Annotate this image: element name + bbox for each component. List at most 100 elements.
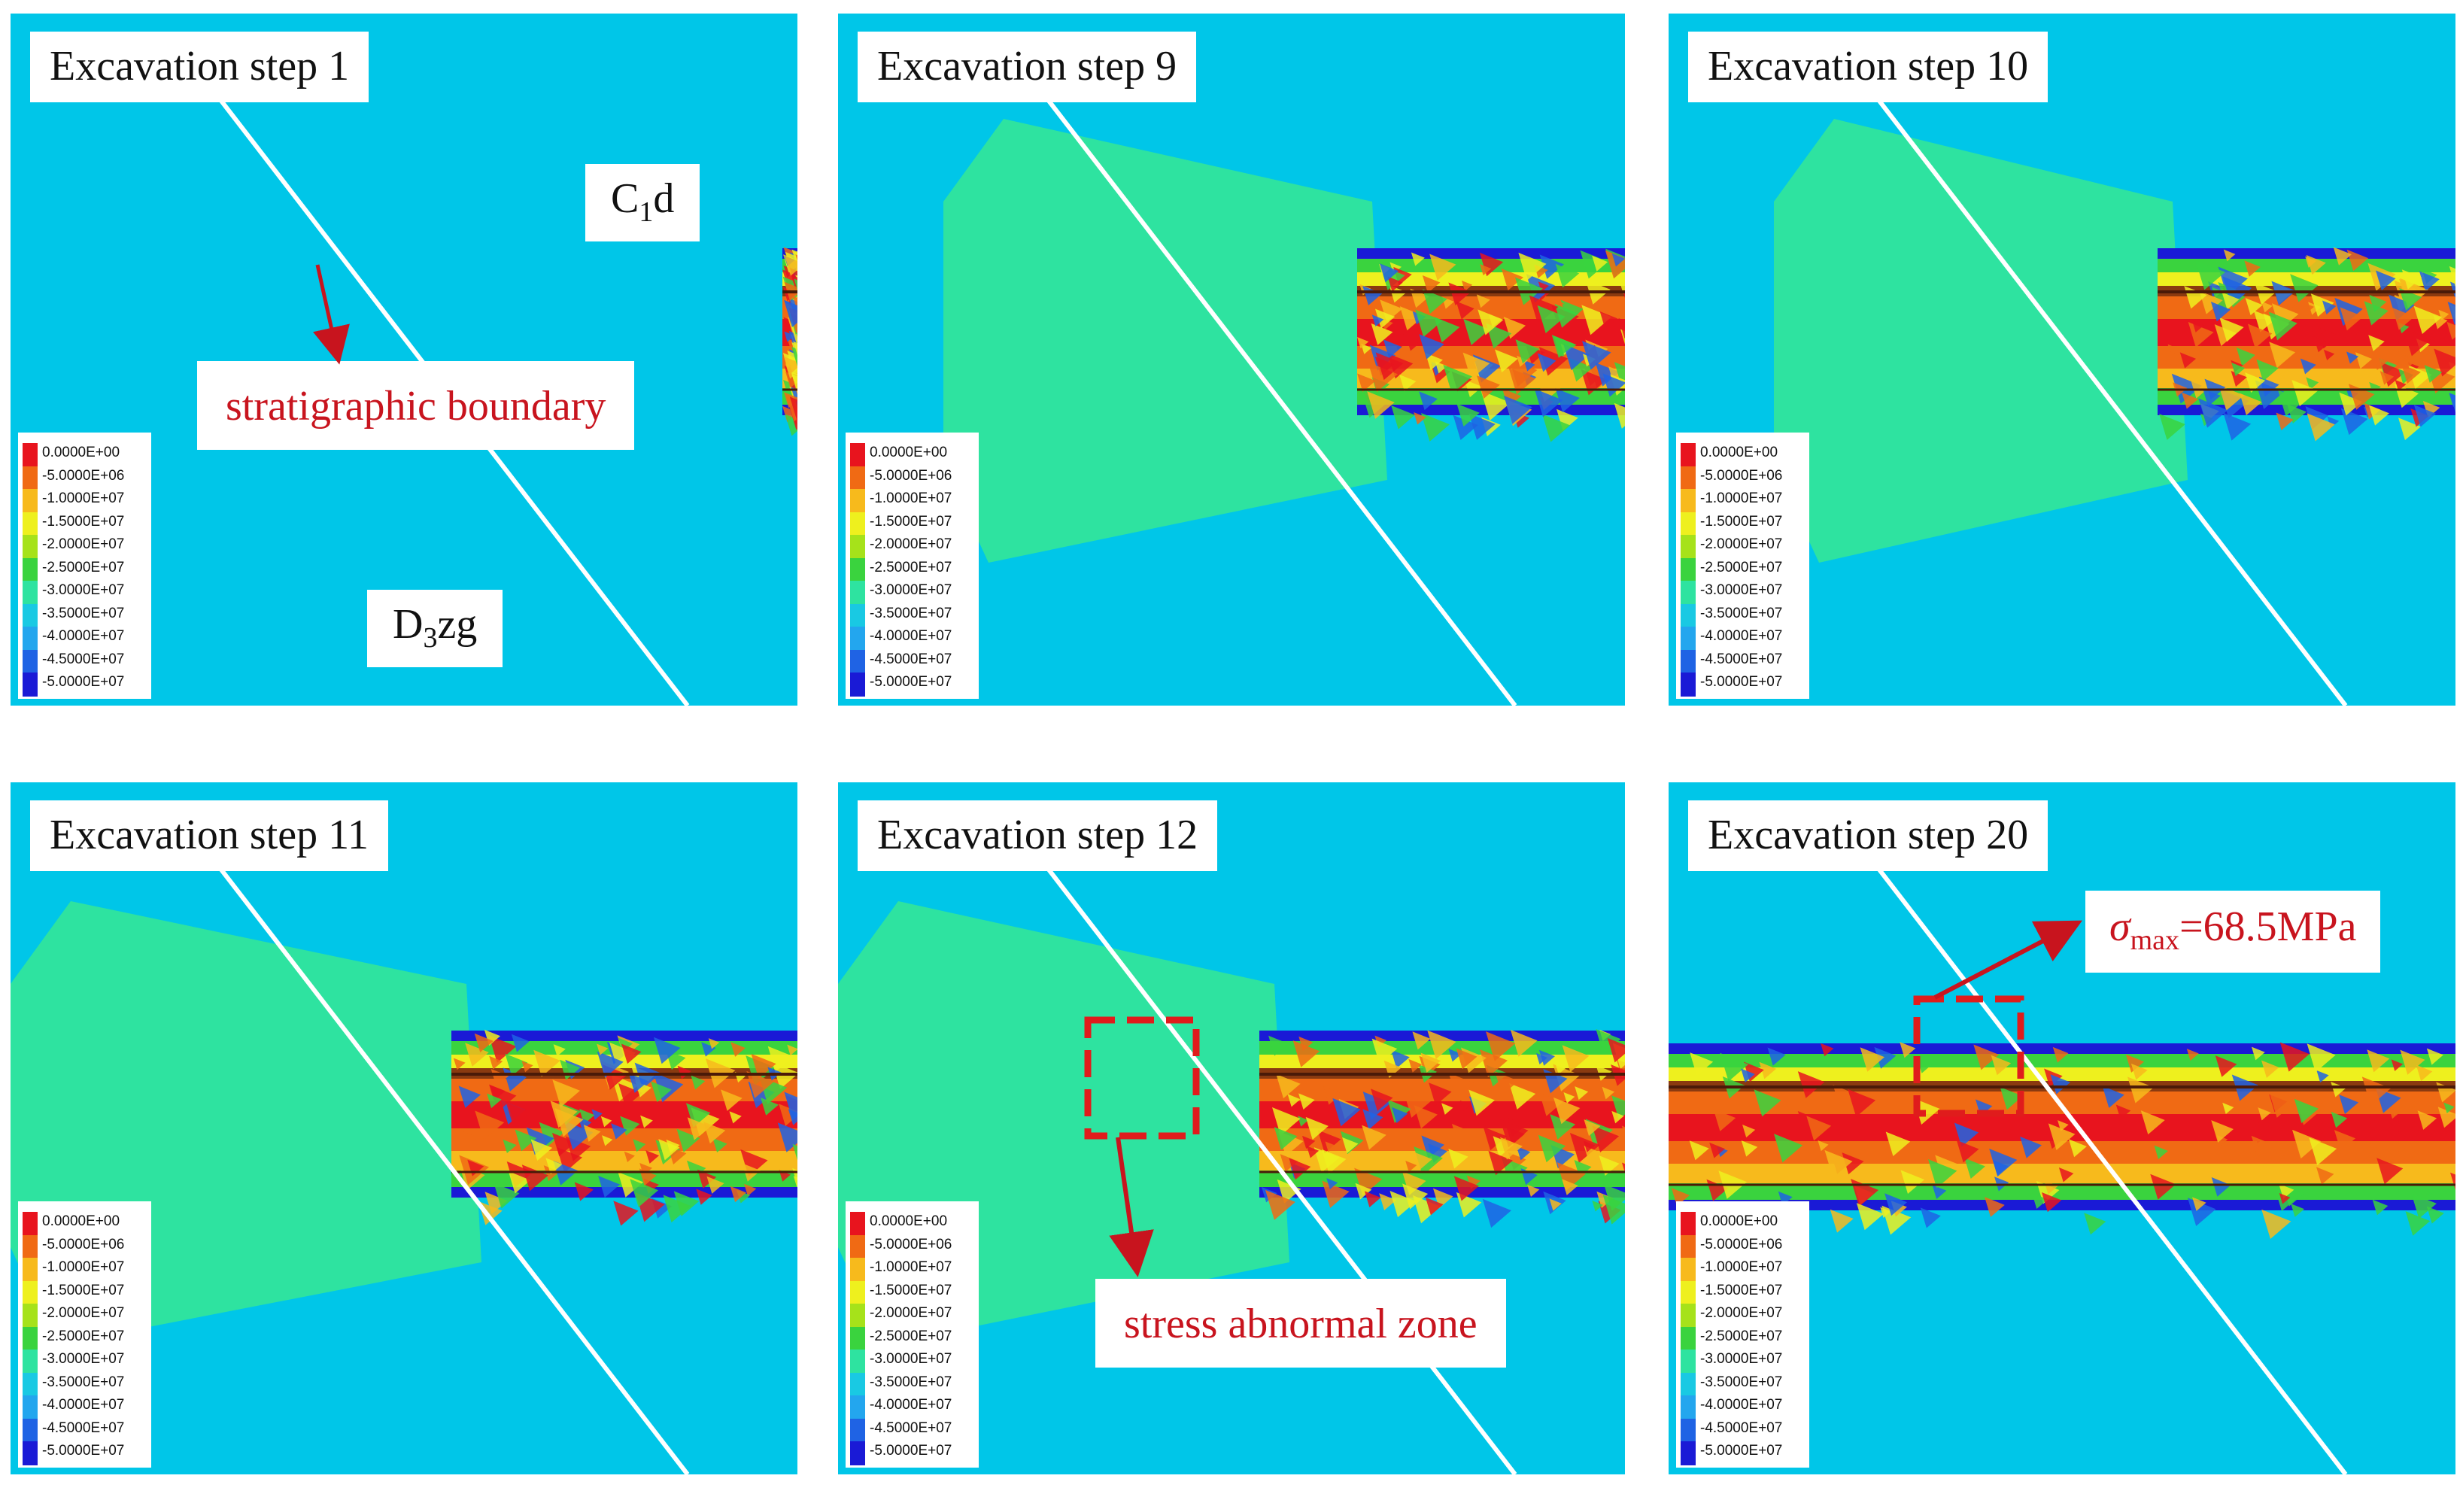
legend-tick-label: -5.0000E+06 (870, 1236, 952, 1252)
legend-row: -4.5000E+07 (18, 649, 151, 674)
mesh-element (2058, 1167, 2074, 1183)
legend-swatch (850, 649, 865, 674)
legend-row: -4.0000E+07 (846, 1395, 979, 1419)
mesh-element (1383, 339, 1402, 359)
mesh-element (2199, 290, 2223, 314)
mesh-element (1985, 1197, 2005, 1217)
mesh-element (1355, 1183, 1372, 1200)
mesh-element (1611, 1095, 1625, 1120)
legend-row: -2.0000E+07 (18, 1304, 151, 1328)
mesh-element (791, 249, 797, 269)
mesh-element (729, 1111, 742, 1124)
mesh-element (2340, 307, 2364, 331)
mesh-element (2292, 1129, 2322, 1159)
mesh-element (1618, 317, 1625, 339)
mesh-element (453, 1058, 466, 1070)
legend-swatch (23, 673, 38, 697)
mesh-element (1429, 1082, 1452, 1106)
legend-row: -3.5000E+07 (846, 1372, 979, 1397)
mesh-element (583, 1125, 601, 1142)
sigma-max-note: σmax=68.5MPa (2085, 891, 2381, 973)
mesh-element (506, 1101, 527, 1123)
mesh-element (630, 1179, 659, 1207)
legend-swatch (23, 1395, 38, 1419)
mesh-element (788, 1109, 797, 1125)
mesh-element (490, 1085, 517, 1112)
legend-row: 0.0000E+00 (18, 1212, 151, 1236)
mesh-element (1523, 360, 1535, 372)
mesh-element (1550, 1114, 1576, 1140)
mesh-element (2150, 1173, 2176, 1200)
legend-tick-label: -5.0000E+07 (42, 1443, 125, 1459)
legend-swatch (23, 443, 38, 467)
mesh-element (2200, 345, 2213, 358)
mesh-element (1508, 367, 1536, 395)
mesh-element (602, 1135, 613, 1146)
mesh-element (1954, 1122, 1979, 1147)
mesh-element (1501, 268, 1523, 291)
mesh-element (1518, 252, 1547, 281)
legend-swatch (1681, 1258, 1696, 1282)
mesh-element (1292, 1040, 1320, 1067)
legend-swatch (850, 512, 865, 536)
mesh-element (2346, 351, 2359, 364)
mesh-element (706, 1176, 724, 1194)
mesh-element (2372, 1199, 2389, 1216)
legend-row: -3.5000E+07 (846, 603, 979, 628)
mesh-element (1592, 1201, 1603, 1212)
legend-tick-label: -2.5000E+07 (870, 559, 952, 575)
mesh-element (784, 331, 795, 342)
mesh-element (2253, 310, 2276, 332)
mesh-element (2392, 307, 2415, 330)
legend-swatch (1681, 1395, 1696, 1419)
legend-row: -3.0000E+07 (846, 1350, 979, 1374)
mesh-element (1602, 1086, 1615, 1100)
mesh-element (1462, 352, 1490, 380)
mesh-element (1874, 1046, 1897, 1069)
legend-row: -2.0000E+07 (1676, 1304, 1809, 1328)
legend-row: -1.5000E+07 (846, 1280, 979, 1305)
mesh-element (2306, 377, 2319, 390)
legend-row: -1.0000E+07 (846, 489, 979, 513)
legend-row: -4.5000E+07 (18, 1418, 151, 1443)
mesh-element (2369, 381, 2381, 394)
stratigraphic-boundary-line (1031, 849, 1517, 1474)
mesh-element (1408, 1058, 1423, 1073)
legend-swatch (23, 466, 38, 490)
mesh-element (2411, 1193, 2437, 1219)
mesh-element (2401, 269, 2422, 290)
mesh-element (1274, 1127, 1298, 1150)
legend-row: -5.0000E+06 (1676, 466, 1809, 490)
legend-tick-label: -2.5000E+07 (42, 1328, 125, 1344)
mesh-element (1553, 1097, 1581, 1125)
mesh-element (1321, 1149, 1347, 1174)
mesh-element (1538, 1134, 1566, 1163)
mesh-element (1611, 253, 1625, 267)
mesh-element (1485, 1031, 1516, 1061)
legend-tick-label: -1.5000E+07 (42, 1282, 125, 1298)
mesh-element (2154, 1145, 2168, 1160)
mesh-element (1371, 1038, 1398, 1064)
mesh-element (2245, 372, 2266, 393)
tunnel-stress-layer (451, 1031, 797, 1041)
mesh-element (1741, 1140, 1758, 1157)
mesh-element (792, 296, 797, 312)
mesh-element (2140, 1110, 2165, 1135)
mesh-element (1539, 254, 1565, 279)
mesh-element (779, 1104, 797, 1127)
mesh-element (1391, 329, 1413, 351)
mesh-element (1421, 412, 1450, 442)
mesh-element (645, 1150, 660, 1164)
mesh-element (2323, 349, 2335, 360)
mesh-element (2050, 1074, 2070, 1095)
legend-swatch (1681, 1234, 1696, 1259)
legend-tick-label: -2.0000E+07 (42, 1305, 125, 1321)
mesh-element (1720, 1052, 1749, 1082)
mesh-element (1580, 250, 1609, 279)
mesh-element (598, 1175, 621, 1198)
legend-swatch (23, 1304, 38, 1328)
mesh-element (2449, 266, 2455, 287)
mesh-element (1581, 305, 1612, 335)
step-label: Excavation step 11 (30, 800, 389, 871)
legend-swatch (23, 1350, 38, 1374)
